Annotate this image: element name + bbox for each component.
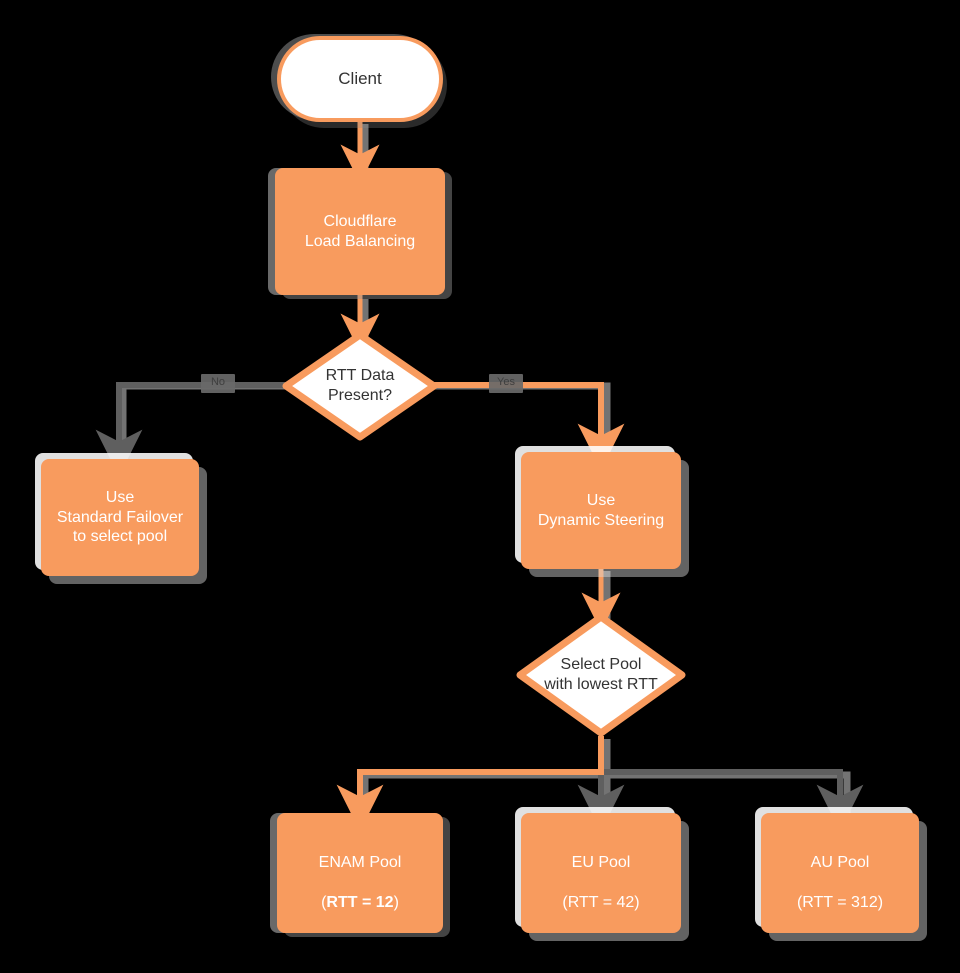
- node-enam-pool-label: ENAM Pool (RTT = 12): [319, 834, 402, 912]
- edge-label-yes: Yes: [489, 374, 523, 393]
- node-eu-pool-label: EU Pool (RTT = 42): [562, 834, 639, 912]
- edge-selectpool-to-aupool: [601, 769, 864, 832]
- node-enam-pool-paren-open: (: [321, 893, 327, 911]
- diamond-shape: [282, 331, 438, 441]
- edge-selectpool-to-enampool: [336, 736, 604, 832]
- node-standard-failover[interactable]: Use Standard Failover to select pool: [41, 459, 199, 576]
- node-rtt-data-present[interactable]: RTT Data Present?: [281, 330, 439, 442]
- node-eu-pool[interactable]: EU Pool (RTT = 42): [521, 813, 681, 933]
- node-client-label: Client: [338, 68, 382, 88]
- node-enam-pool[interactable]: ENAM Pool (RTT = 12): [277, 813, 443, 933]
- node-cloudflare-load-balancing-label: Cloudflare Load Balancing: [304, 212, 416, 250]
- node-enam-pool-paren-close: ): [393, 893, 399, 911]
- edge-rttpresent-to-standardfailover: [95, 382, 292, 477]
- node-select-pool[interactable]: Select Pool with lowest RTT: [515, 612, 687, 738]
- diamond-shape: [516, 613, 686, 737]
- node-dynamic-steering-label: Use Dynamic Steering: [537, 491, 665, 529]
- node-standard-failover-label: Use Standard Failover to select pool: [56, 489, 184, 546]
- node-eu-pool-title: EU Pool: [571, 854, 631, 872]
- node-enam-pool-title: ENAM Pool: [318, 854, 402, 872]
- node-enam-pool-rtt: RTT = 12: [326, 893, 394, 911]
- edge-rttpresent-to-dynamicsteering: [428, 382, 625, 471]
- node-au-pool[interactable]: AU Pool (RTT = 312): [761, 813, 919, 933]
- node-au-pool-title: AU Pool: [810, 854, 870, 872]
- node-rtt-data-present-label: RTT Data Present?: [325, 367, 395, 404]
- node-eu-pool-rtt: (RTT = 42): [562, 893, 640, 911]
- node-select-pool-label: Select Pool with lowest RTT: [544, 656, 658, 693]
- node-au-pool-label: AU Pool (RTT = 312): [797, 834, 883, 912]
- node-cloudflare-load-balancing[interactable]: Cloudflare Load Balancing: [275, 168, 445, 295]
- node-dynamic-steering[interactable]: Use Dynamic Steering: [521, 452, 681, 569]
- edge-label-no: No: [201, 374, 235, 393]
- node-client[interactable]: Client: [277, 36, 443, 122]
- node-au-pool-rtt: (RTT = 312): [796, 893, 884, 911]
